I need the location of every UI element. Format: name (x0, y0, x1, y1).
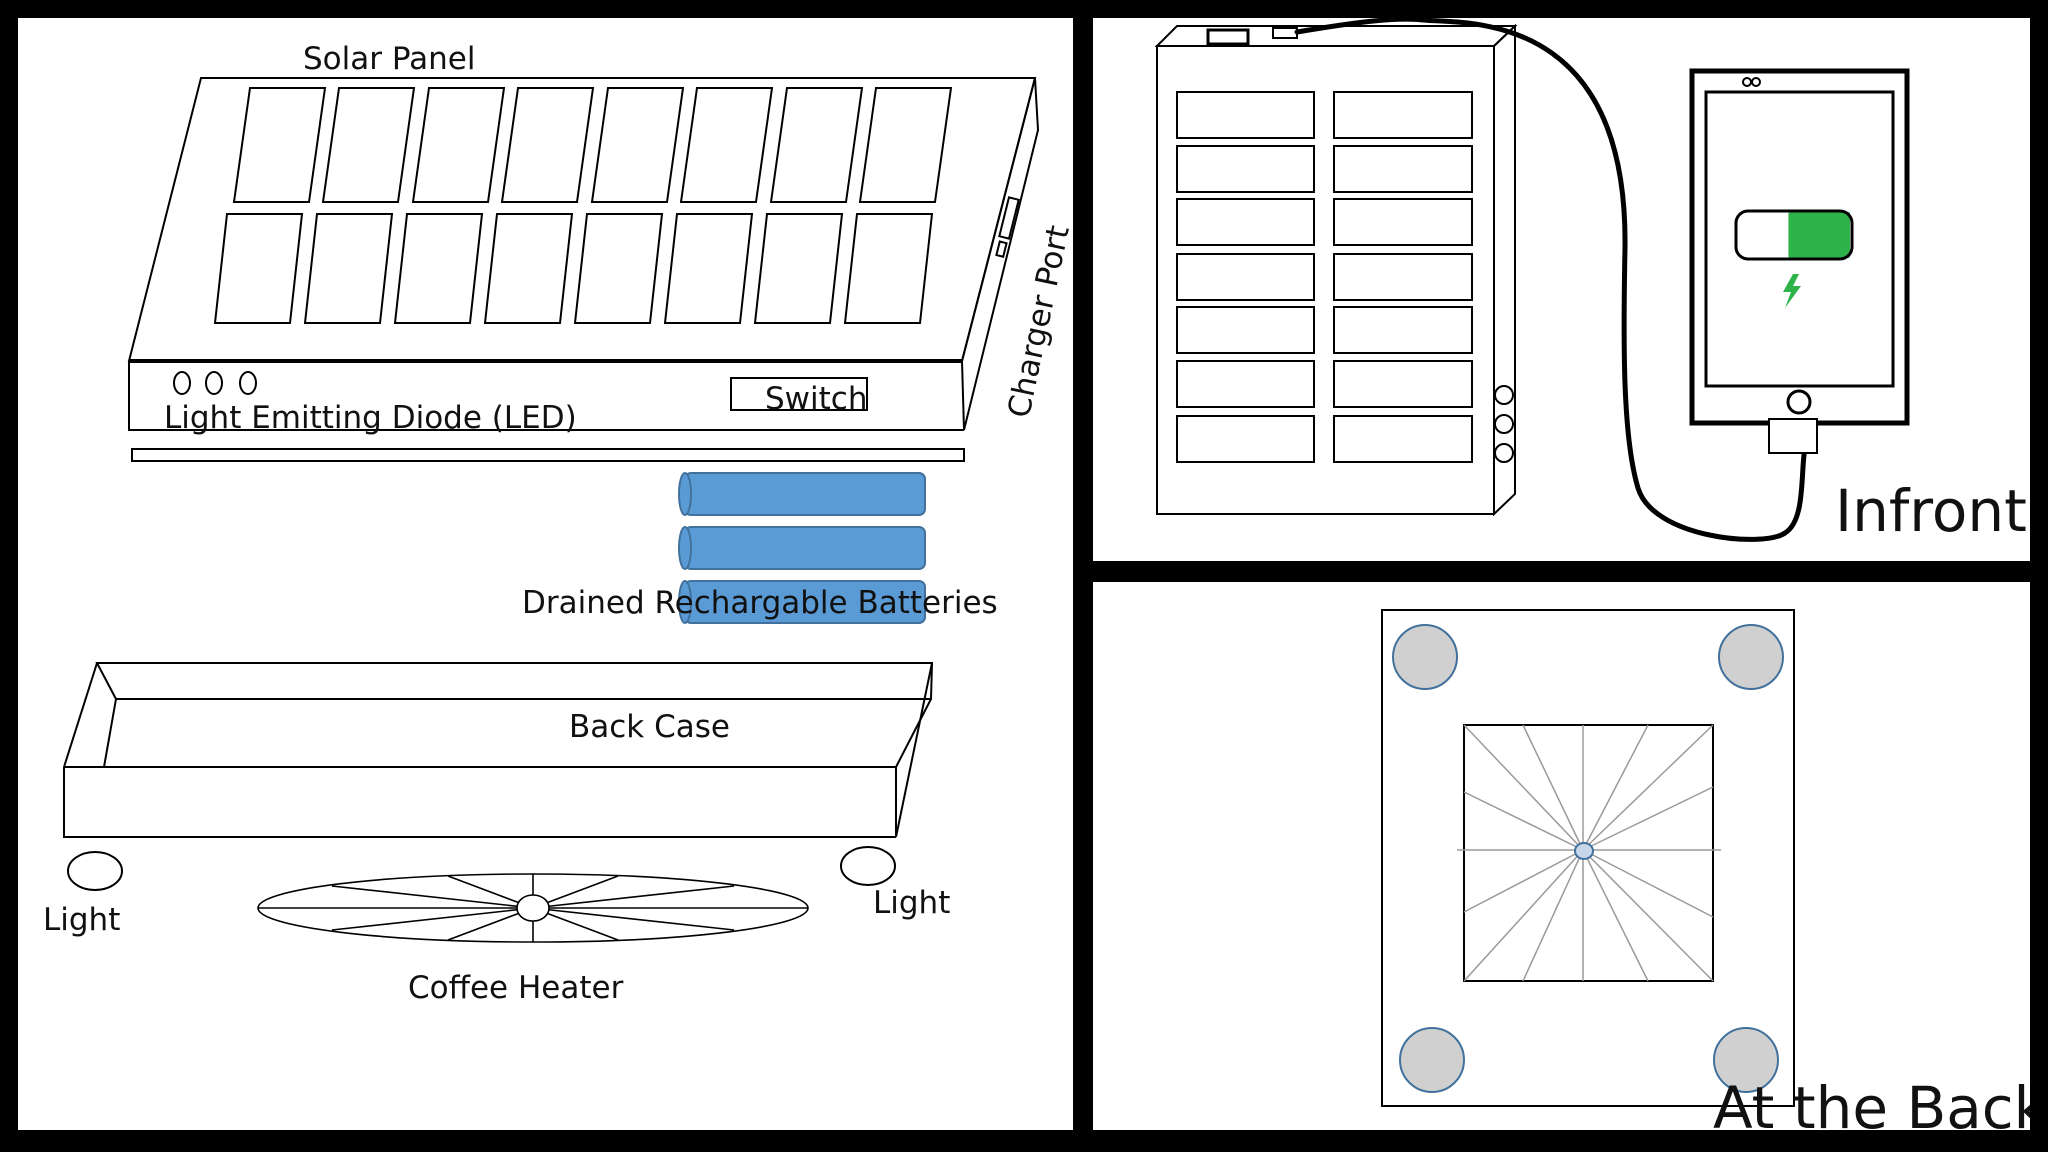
side-button-2 (1494, 414, 1514, 434)
batteries (678, 472, 926, 624)
leg-top-left (1392, 624, 1458, 690)
phone (1689, 68, 1910, 454)
exploded-view-panel: Solar Panel Light Emitting Diode (LED) S… (18, 18, 1073, 1130)
lightning-bolt-icon (1783, 274, 1801, 308)
battery-1 (678, 472, 926, 516)
label-solar-panel: Solar Panel (303, 41, 476, 77)
label-coffee-heater: Coffee Heater (408, 970, 624, 1006)
light-left (67, 851, 123, 891)
label-light-right: Light (873, 885, 951, 921)
label-batteries: Drained Rechargable Batteries (522, 585, 998, 621)
led-3 (239, 371, 257, 395)
side-button-3 (1494, 443, 1514, 463)
heater-center (1574, 842, 1594, 860)
front-solar-cells (1176, 91, 1473, 463)
support-legs (1392, 624, 1784, 1093)
charging-cable (1294, 18, 1811, 542)
label-led: Light Emitting Diode (LED) (164, 400, 577, 436)
solar-cells (213, 87, 953, 324)
led-1 (173, 371, 191, 395)
phone-plug (1768, 418, 1818, 454)
back-view-drawing (1381, 609, 1795, 1107)
solar-panel-top (127, 77, 1037, 362)
separator-plate (131, 448, 965, 462)
home-button (1786, 389, 1812, 415)
charger-port (998, 196, 1020, 240)
battery-indicator (1734, 209, 1854, 308)
leg-top-right (1718, 624, 1784, 690)
light-right (840, 846, 896, 886)
solar-panel-front (128, 361, 964, 431)
front-view-drawing (1154, 18, 1910, 542)
battery-2 (678, 526, 926, 570)
power-bank-body (1156, 45, 1495, 515)
label-switch: Switch (765, 381, 868, 417)
label-at-the-back: At the Back (1713, 1074, 2030, 1130)
led-2 (205, 371, 223, 395)
leg-bottom-left (1399, 1027, 1465, 1093)
back-case (63, 662, 934, 838)
label-light-left: Light (43, 902, 121, 938)
battery-3 (678, 580, 926, 624)
back-view-panel: At the Back (1093, 582, 2030, 1130)
front-view-panel: Infront (1093, 18, 2030, 561)
heater-plate (1463, 724, 1714, 982)
label-back-case: Back Case (569, 709, 730, 745)
side-button-1 (1494, 385, 1514, 405)
battery-charge-fill (1788, 212, 1850, 258)
coffee-heater (257, 873, 809, 943)
top-connector (1206, 28, 1250, 46)
label-infront: Infront (1835, 477, 2027, 545)
leg-bottom-right (1713, 1027, 1779, 1093)
heater-spokes (1457, 724, 1721, 982)
switch-box (730, 377, 868, 411)
exploded-view-drawing (63, 77, 1040, 943)
back-housing (1381, 609, 1795, 1107)
